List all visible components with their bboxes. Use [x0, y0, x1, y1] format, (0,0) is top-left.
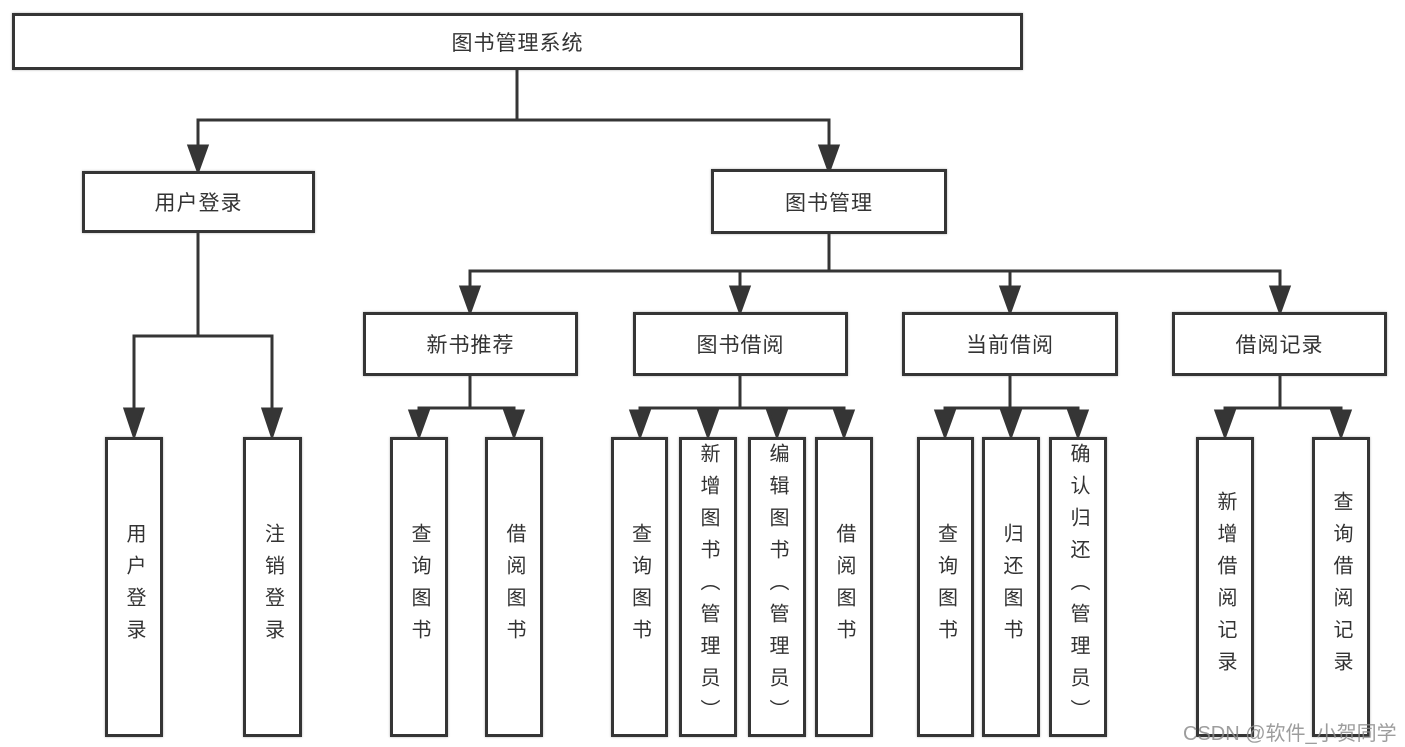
leaf-logout-label: 注销登录 — [261, 523, 284, 651]
node-book-management-label: 图书管理 — [785, 191, 873, 215]
leaf-current-query-books-label: 查询图书 — [934, 523, 957, 651]
leaf-user-login-label: 用户登录 — [123, 523, 145, 651]
leaf-recommend-query-books-label: 查询图书 — [408, 523, 430, 651]
leaf-borrow-edit-books-admin-label: 编辑图书（管理员） — [766, 443, 788, 731]
leaf-records-query-record-label: 查询借阅记录 — [1330, 491, 1352, 683]
leaf-borrow-borrow-books-label: 借阅图书 — [833, 523, 855, 651]
leaf-records-add-record: 新增借阅记录 — [1196, 437, 1254, 737]
leaf-borrow-query-books-label: 查询图书 — [628, 523, 651, 651]
leaf-recommend-borrow-books-label: 借阅图书 — [503, 523, 525, 651]
node-book-borrowing: 图书借阅 — [633, 312, 848, 376]
leaf-records-add-record-label: 新增借阅记录 — [1214, 491, 1236, 683]
connector-bookmgmt-to-level2 — [458, 232, 1292, 317]
node-user-login-label: 用户登录 — [154, 192, 243, 215]
connector-recommend-to-leaves — [407, 374, 526, 441]
leaf-borrow-edit-books-admin: 编辑图书（管理员） — [748, 437, 806, 737]
node-user-login: 用户登录 — [82, 171, 315, 233]
leaf-current-return-books-label: 归还图书 — [1000, 523, 1022, 651]
watermark-text: CSDN @软件_小贺同学 — [1183, 723, 1397, 745]
leaf-current-return-books: 归还图书 — [982, 437, 1040, 737]
leaf-borrow-query-books: 查询图书 — [611, 437, 668, 737]
leaf-logout: 注销登录 — [243, 437, 302, 737]
node-book-borrowing-label: 图书借阅 — [696, 334, 785, 357]
leaf-borrow-add-books-admin: 新增图书（管理员） — [679, 437, 737, 737]
node-book-management: 图书管理 — [711, 169, 947, 234]
connector-borrowing-to-leaves — [628, 374, 856, 441]
node-borrowing-records-label: 借阅记录 — [1235, 334, 1324, 357]
node-new-book-recommend: 新书推荐 — [363, 312, 578, 376]
connector-records-to-leaves — [1213, 374, 1353, 441]
connector-current-to-leaves — [933, 374, 1090, 441]
node-new-book-recommend-label: 新书推荐 — [426, 334, 515, 357]
leaf-borrow-borrow-books: 借阅图书 — [815, 437, 873, 737]
node-borrowing-records: 借阅记录 — [1172, 312, 1387, 376]
connector-root-to-level1 — [186, 68, 841, 176]
node-current-borrowing-label: 当前借阅 — [966, 334, 1054, 357]
leaf-recommend-query-books: 查询图书 — [390, 437, 448, 737]
leaf-recommend-borrow-books: 借阅图书 — [485, 437, 543, 737]
leaf-current-confirm-return-admin-label: 确认归还（管理员） — [1067, 443, 1089, 731]
leaf-user-login: 用户登录 — [105, 437, 163, 737]
node-root: 图书管理系统 — [12, 13, 1023, 70]
leaf-current-confirm-return-admin: 确认归还（管理员） — [1049, 437, 1107, 737]
leaf-borrow-add-books-admin-label: 新增图书（管理员） — [697, 443, 719, 731]
node-root-label: 图书管理系统 — [451, 31, 584, 55]
leaf-current-query-books: 查询图书 — [917, 437, 974, 737]
connector-userlogin-to-leaves — [122, 232, 284, 441]
leaf-records-query-record: 查询借阅记录 — [1312, 437, 1370, 737]
node-current-borrowing: 当前借阅 — [902, 312, 1118, 376]
